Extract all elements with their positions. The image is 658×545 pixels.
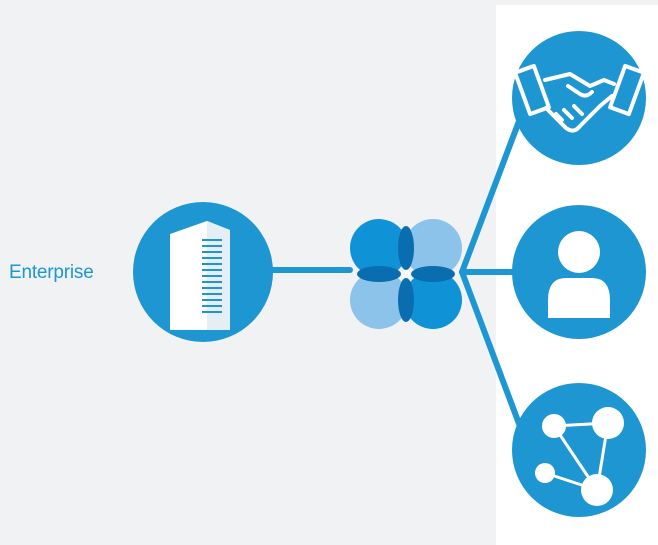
hub-partners-connector bbox=[459, 97, 530, 275]
server-building-icon bbox=[170, 221, 230, 330]
hub-node[interactable] bbox=[350, 219, 462, 329]
handshake-icon bbox=[513, 63, 646, 133]
user-node[interactable] bbox=[512, 205, 646, 339]
hub-network-connector bbox=[459, 269, 530, 448]
enterprise-label: Enterprise bbox=[9, 262, 94, 283]
person-icon bbox=[548, 231, 610, 318]
enterprise-node[interactable] bbox=[133, 202, 273, 342]
connector-lines bbox=[267, 97, 530, 448]
four-circles-hub-icon bbox=[350, 219, 462, 329]
network-nodes-icon bbox=[535, 407, 624, 506]
partners-node[interactable] bbox=[512, 31, 646, 165]
network-node[interactable] bbox=[512, 383, 646, 517]
